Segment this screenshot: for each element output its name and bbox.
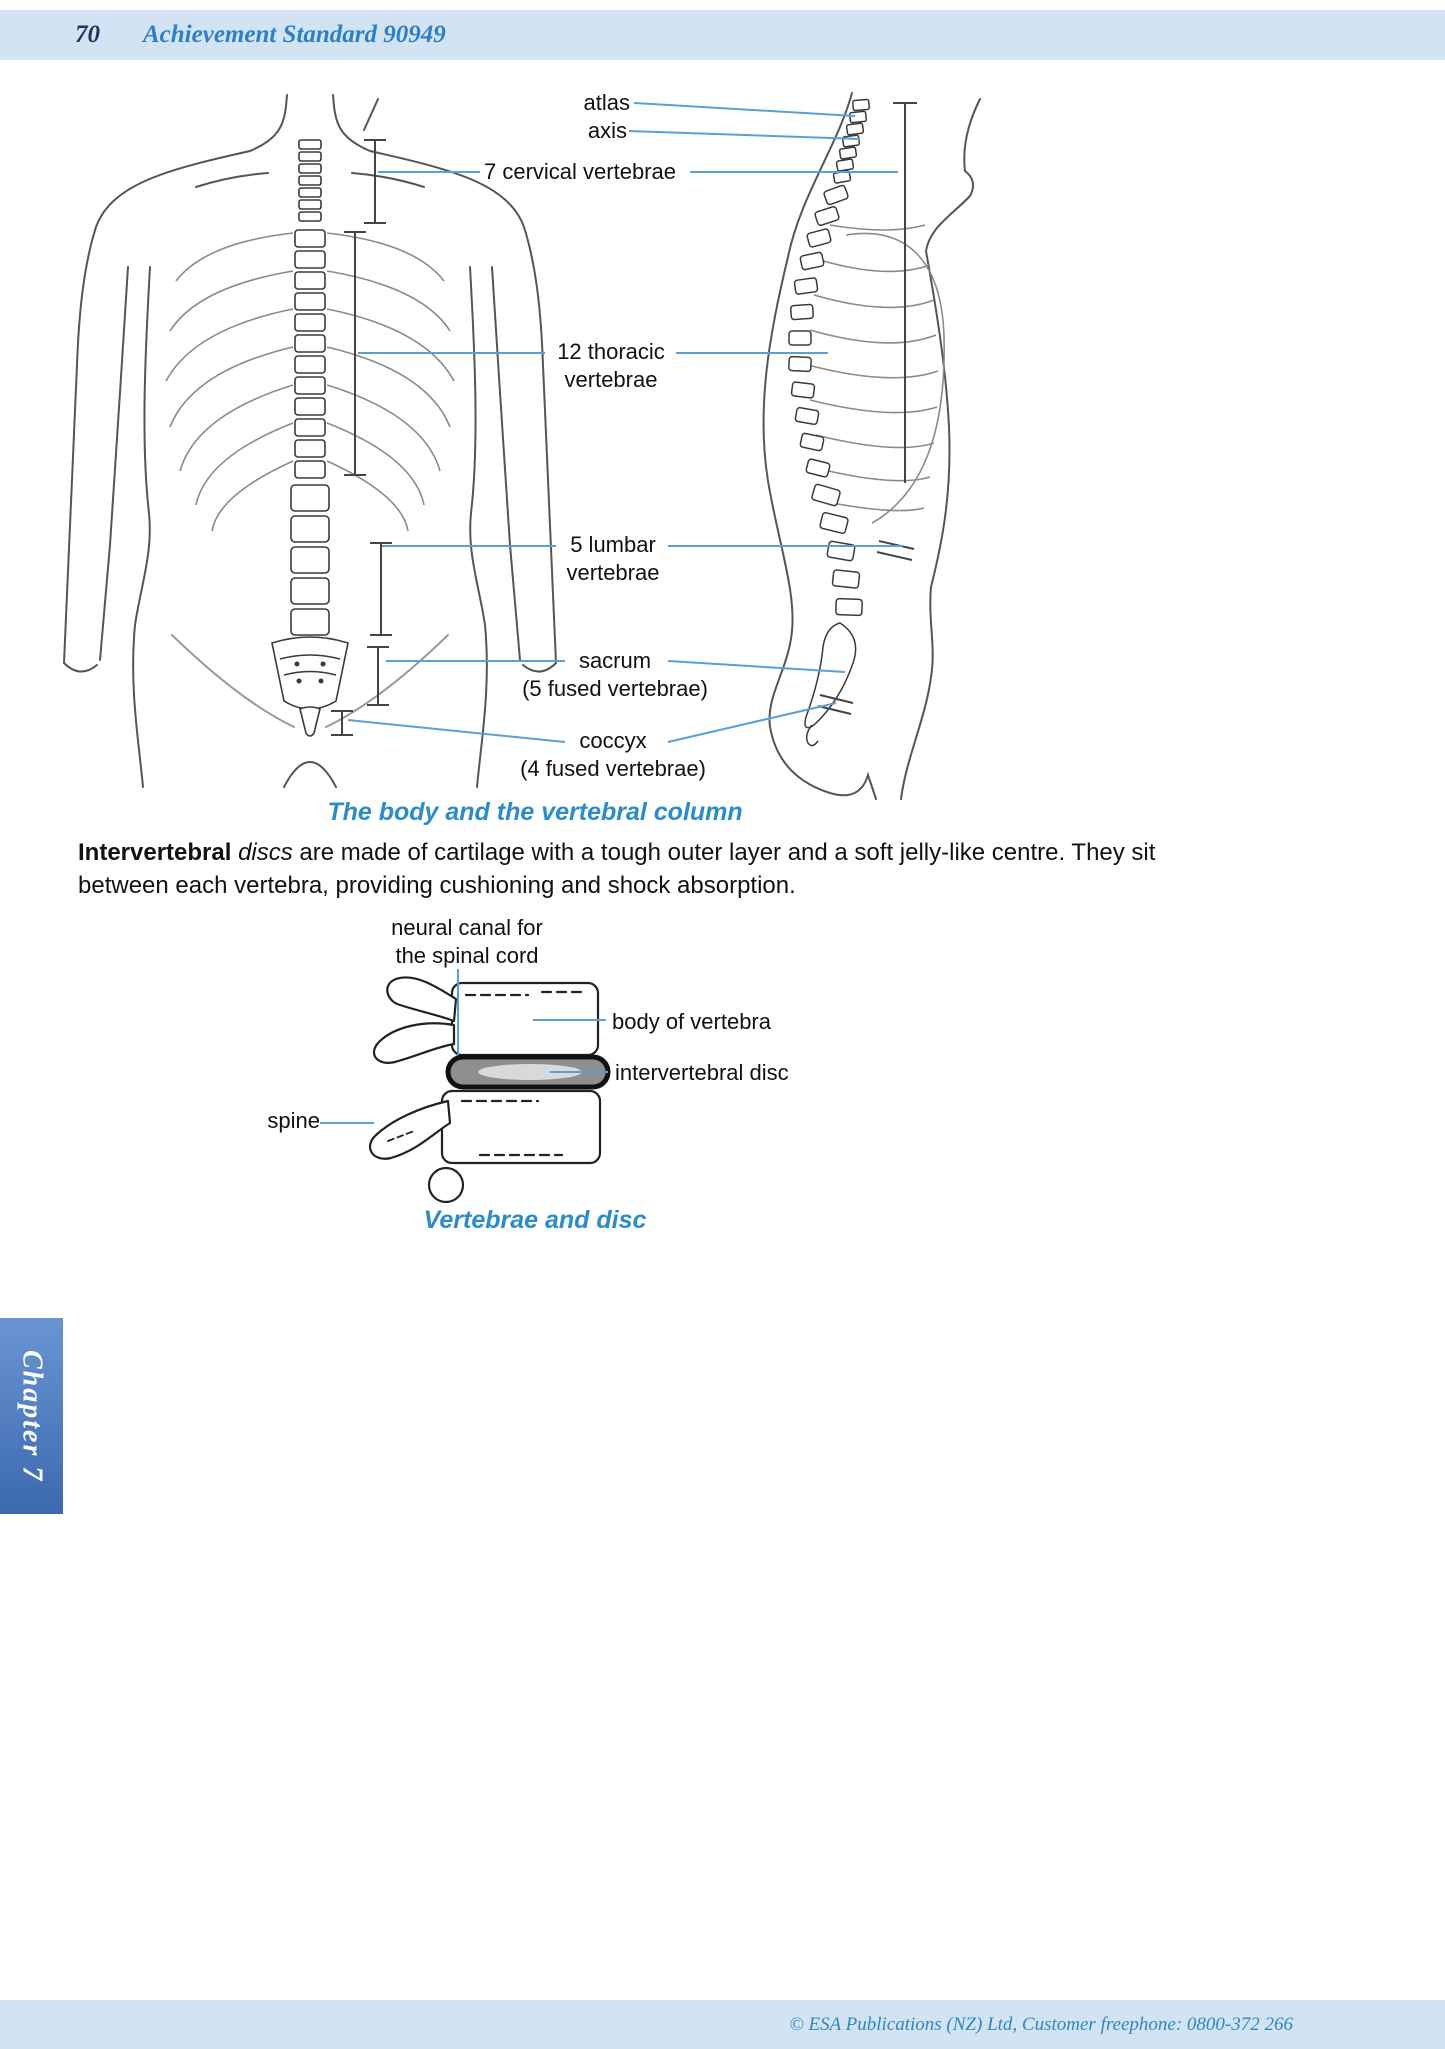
vertebrae-disc-figure bbox=[320, 969, 611, 1204]
footer-copyright: © ESA Publications (NZ) Ltd, Customer fr… bbox=[789, 2014, 1293, 2035]
label-atlas: atlas bbox=[583, 90, 630, 115]
chapter-tab: Chapter 7 bbox=[0, 1318, 63, 1514]
label-coccyx-line1: coccyx bbox=[579, 728, 647, 753]
label-body-of-vertebra: body of vertebra bbox=[612, 1009, 771, 1034]
label-neural-canal: neural canal for the spinal cord bbox=[372, 914, 562, 970]
label-coccyx: coccyx (4 fused vertebrae) bbox=[513, 727, 713, 783]
figure2-caption: Vertebrae and disc bbox=[423, 1206, 647, 1234]
side-ribcage bbox=[807, 224, 945, 524]
paragraph-bold-lead: Intervertebral bbox=[78, 839, 232, 866]
label-coccyx-line2: (4 fused vertebrae) bbox=[520, 756, 706, 781]
header-title: Achievement Standard 90949 bbox=[143, 21, 446, 48]
label-neural-canal-line1: neural canal for bbox=[391, 915, 543, 940]
fig2-leader-lines bbox=[320, 969, 608, 1124]
side-view-illustration bbox=[762, 92, 981, 800]
paragraph-italic-lead: discs bbox=[231, 839, 293, 866]
label-lumbar: 5 lumbar vertebrae bbox=[558, 531, 668, 587]
label-cervical: 7 cervical vertebrae bbox=[484, 159, 676, 184]
paragraph-rest: are made of cartilage with a tough outer… bbox=[78, 839, 1156, 899]
label-spine: spine bbox=[267, 1108, 320, 1133]
label-axis: axis bbox=[587, 118, 627, 143]
label-intervertebral-disc: intervertebral disc bbox=[615, 1060, 789, 1085]
front-measure-brackets bbox=[331, 139, 392, 736]
intro-paragraph: Intervertebral discs are made of cartila… bbox=[78, 836, 1208, 902]
side-reference-line bbox=[817, 102, 917, 715]
side-spine bbox=[788, 98, 870, 747]
figure1-caption: The body and the vertebral column bbox=[327, 798, 743, 826]
label-neural-canal-line2: the spinal cord bbox=[395, 943, 539, 968]
front-view-illustration bbox=[63, 94, 557, 788]
label-sacrum: sacrum (5 fused vertebrae) bbox=[515, 647, 715, 703]
vertebral-column-figure bbox=[63, 92, 981, 800]
label-sacrum-line2: (5 fused vertebrae) bbox=[522, 676, 708, 701]
label-thoracic: 12 thoracic vertebrae bbox=[548, 338, 674, 394]
label-thoracic-line1: 12 thoracic bbox=[557, 339, 665, 364]
chapter-tab-label: Chapter 7 bbox=[16, 1349, 48, 1483]
header-band: 70 Achievement Standard 90949 bbox=[0, 10, 1445, 60]
vertebra-disc-illustration bbox=[368, 976, 611, 1204]
footer-band: © ESA Publications (NZ) Ltd, Customer fr… bbox=[0, 2000, 1445, 2049]
page-number: 70 bbox=[75, 21, 100, 48]
label-sacrum-line1: sacrum bbox=[578, 648, 652, 673]
front-spine bbox=[271, 139, 349, 737]
label-lumbar-line2: vertebrae bbox=[566, 560, 660, 585]
label-thoracic-line2: vertebrae bbox=[564, 367, 658, 392]
label-lumbar-line1: 5 lumbar bbox=[570, 532, 656, 557]
leader-lines bbox=[347, 102, 903, 743]
front-ribcage bbox=[165, 232, 455, 532]
